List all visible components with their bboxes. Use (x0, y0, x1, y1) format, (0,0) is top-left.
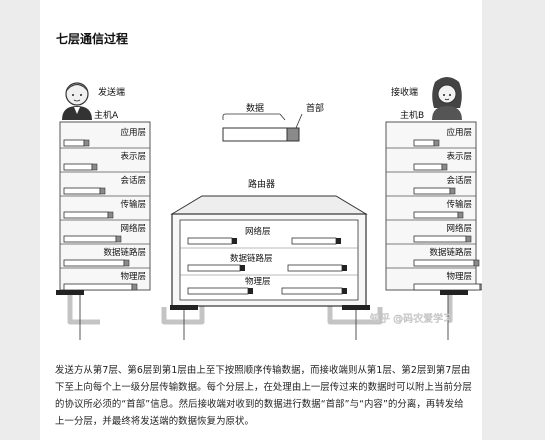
host-b-header-block (479, 283, 482, 291)
host-a-layer-label: 表示层 (120, 151, 146, 162)
router-data-bar (281, 287, 343, 295)
host-b-header-block (433, 139, 440, 147)
header-label: 首部 (306, 102, 324, 114)
router-header-block (248, 288, 253, 294)
data-label: 数据 (246, 102, 264, 114)
host-b-layer-label: 传输层 (446, 199, 472, 210)
router-label: 路由器 (248, 178, 275, 190)
host-b-header-block (449, 187, 456, 195)
receiver-label: 接收端 (391, 86, 418, 98)
router-layer-label: 网络层 (245, 226, 271, 237)
host-b-layer-label: 会话层 (446, 175, 472, 186)
router-layer-label: 数据链路层 (230, 253, 273, 264)
host-a-label: 主机A (94, 109, 119, 121)
sender-label: 发送端 (98, 86, 125, 98)
sender-person-icon (62, 82, 92, 120)
host-a-header-block (99, 187, 106, 195)
host-a-layer-label: 物理层 (120, 271, 146, 282)
host-a-layer-label: 传输层 (120, 199, 146, 210)
host-b-label: 主机B (400, 109, 424, 121)
host-b-layer-label: 物理层 (446, 271, 472, 282)
router-header-block (240, 265, 245, 271)
host-a-header-block (123, 259, 130, 267)
host-b-header-block (457, 211, 464, 219)
host-b-header-block (441, 163, 448, 171)
host-a-header-block (115, 235, 122, 243)
watermark: 知乎 @码农爱学习 (370, 312, 453, 325)
router-data-bar (291, 237, 337, 245)
host-a-layer-label: 会话层 (120, 175, 146, 186)
data-packet-legend: 数据 首部 (222, 102, 324, 142)
host-a-layer-label: 数据链路层 (103, 247, 146, 258)
host-b-header-block (473, 259, 480, 267)
host-b-data-bar (413, 187, 451, 195)
router-data-bar (187, 264, 241, 272)
paragraph-text: 发送方从第7层、第6层到第1层由上至下按照顺序传输数据，而接收端则从第1层、第2… (55, 365, 472, 427)
host-b-data-bar (413, 211, 459, 219)
host-b-header-block (465, 235, 472, 243)
router-header-block (342, 288, 347, 294)
host-a-data-bar (63, 211, 109, 219)
router-data-bar (187, 237, 233, 245)
host-a-data-bar (63, 187, 101, 195)
host-b-data-bar (413, 259, 475, 267)
host-b-layer-label: 数据链路层 (429, 247, 472, 258)
receiver-person-icon (432, 77, 462, 120)
host-a-header-block (83, 139, 90, 147)
host-a-data-bar (63, 163, 93, 171)
host-a-header-block (91, 163, 98, 171)
host-a-layer-label: 网络层 (120, 223, 146, 234)
host-a-data-bar (63, 139, 85, 147)
article-title: 七层通信过程 (56, 32, 129, 46)
host-a-data-bar (63, 283, 133, 291)
host-b-layer-label: 网络层 (446, 223, 472, 234)
router-data-bar (287, 264, 343, 272)
router-layer-label: 物理层 (245, 276, 271, 287)
host-a-header-block (107, 211, 114, 219)
article-page: 七层通信过程 应用层表示层会话层传输层网络层数据链路层物理层 应用层表示层会话层… (40, 0, 482, 440)
host-b-data-bar (413, 283, 481, 291)
article-paragraph: 发送方从第7层、第6层到第1层由上至下按照顺序传输数据，而接收端则从第1层、第2… (55, 362, 473, 430)
host-a-data-bar (63, 235, 117, 243)
router-header-block (336, 238, 341, 244)
host-a-header-block (131, 283, 138, 291)
host-b-layer-label: 表示层 (446, 151, 472, 162)
host-a-data-bar (63, 259, 125, 267)
host-b-data-bar (413, 235, 467, 243)
router-header-block (232, 238, 237, 244)
router-data-bar (187, 287, 249, 295)
host-a-layer-label: 应用层 (120, 127, 146, 138)
host-b-layer-label: 应用层 (446, 127, 472, 138)
host-b-data-bar (413, 163, 443, 171)
router-header-block (342, 265, 347, 271)
host-b-data-bar (413, 139, 435, 147)
